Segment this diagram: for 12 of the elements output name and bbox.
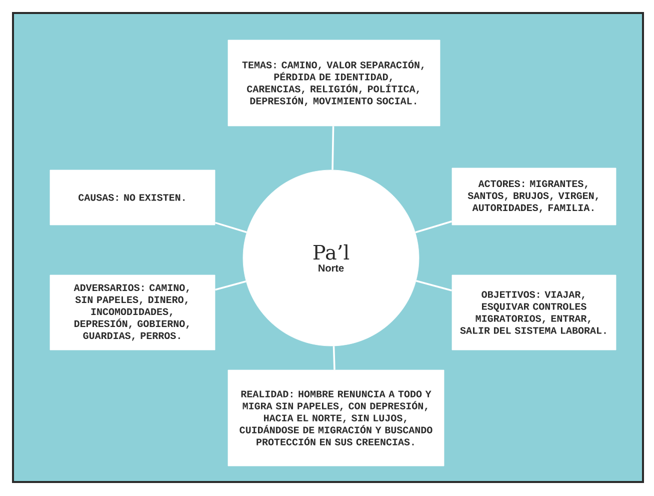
text-box: ACTORES: MIGRANTES, SANTOS, BRUJOS, VIRGEN, AUTORIDADES, FAMILIA. xyxy=(452,168,616,226)
connector-line xyxy=(214,280,246,291)
text-box: TEMAS: CAMINO, VALOR SEPARACIÓN, PÉRDIDA DE IDENTIDAD, CARENCIAS, RELIGIÓN, POLÍTICA, DEPRESIÓN, MOVIMIENTO SOCIAL. xyxy=(228,40,440,126)
text-box: REALIDAD: HOMBRE RENUNCIA A TODO Y MIGRA SIN PAPELES, CON DEPRESIÓN, HACIA EL NORTE, SIN LUJOS, CUIDÁNDOSE DE MIGRACIÓN Y BUSCANDO PROTECCIÓN EN SUS CREENCIAS. xyxy=(228,370,444,466)
connector-line xyxy=(332,346,336,370)
text-box: OBJETIVOS: VIAJAR, ESQUIVAR CONTROLES MIGRATORIOS, ENTRAR, SALIR DEL SISTEMA LABORAL. xyxy=(452,274,616,350)
text-box: CAUSAS: NO EXISTEN. xyxy=(50,170,216,226)
connector-line xyxy=(332,126,334,170)
connector-line xyxy=(214,222,247,234)
connector-line xyxy=(415,220,452,234)
connector-line xyxy=(416,280,452,292)
text-box: ADVERSARIOS: CAMINO, SIN PAPELES, DINERO, INCOMODIDADES, DEPRESIÓN, GOBIERNO, GUARDIAS, PERROS. xyxy=(50,274,216,350)
